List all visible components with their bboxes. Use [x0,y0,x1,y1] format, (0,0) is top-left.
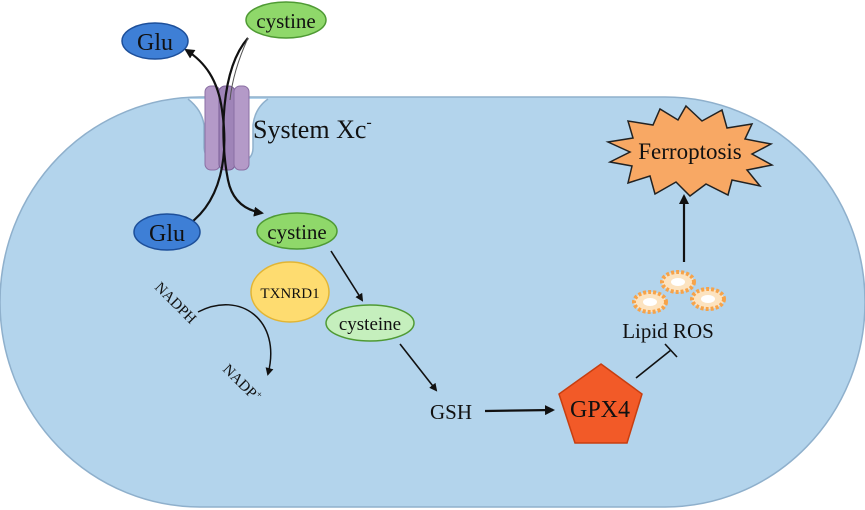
cell-body [0,96,865,508]
ferroptosis-label: Ferroptosis [638,139,742,164]
glu-export-curve [179,48,226,231]
gpx4-inhibits-lipid-ros [635,349,672,379]
lipid-ros-label: Lipid ROS [622,319,714,343]
txnrd1-label: TXNRD1 [260,286,319,302]
gsh-to-gpx4-arrow [484,405,555,416]
cystine-thin-curve [229,37,249,101]
lipid-ros-droplet-icon [632,270,726,314]
gpx4-label: GPX4 [570,397,630,423]
cystine-import-curve [222,37,264,217]
cystine-outside-node [245,1,327,39]
glu-outside-label: Glu [137,30,173,56]
inhibition-bar [664,343,678,358]
gsh-label: GSH [430,400,472,424]
transporter-channel-icon [204,85,250,171]
cystine-to-cysteine-arrow [330,250,364,302]
cystine-inside-label: cystine [267,220,326,244]
glu-inside-node [133,213,201,251]
system-xc-label: System Xc- [253,114,372,144]
cystine-outside-label: cystine [256,9,315,33]
glu-outside-node [121,22,189,60]
gpx4-node [558,363,643,444]
cysteine-node [325,304,415,342]
cysteine-to-gsh-arrow [399,343,438,392]
glu-inside-label: Glu [149,221,185,247]
cystine-inside-node [256,212,338,250]
ferroptosis-burst-icon [605,104,775,197]
txnrd1-node [250,261,330,323]
cysteine-label: cysteine [339,314,401,335]
nadph-to-nadp-curve [197,303,274,376]
